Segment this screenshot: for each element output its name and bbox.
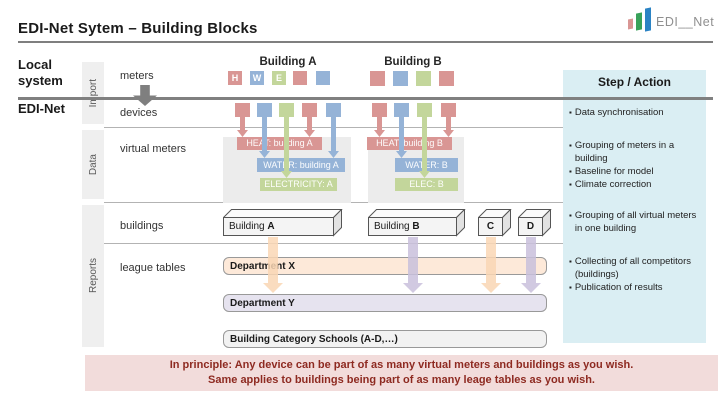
device-square-water <box>257 103 272 117</box>
row-label-virtual-meters: virtual meters <box>120 143 187 155</box>
device-arrow-heat-icon <box>237 117 248 137</box>
phase-import-label: Import <box>87 78 99 108</box>
device-square-water <box>326 103 341 117</box>
building-d-box-label: D <box>526 221 535 232</box>
meter-square-water: W <box>250 71 264 85</box>
phase-reports-label: Reports <box>87 258 99 294</box>
principle-banner-line1: In principle: Any device can be part of … <box>169 359 634 371</box>
device-square-electricity <box>279 103 294 117</box>
league-table-department-x: Department X <box>223 257 547 275</box>
row-label-meters: meters <box>120 70 154 82</box>
meter-square-heat <box>293 71 307 85</box>
building-a-box-label: Building A <box>229 221 275 232</box>
phase-reports: Reports <box>82 205 104 347</box>
device-square-water <box>394 103 409 117</box>
league-arrow-icon <box>521 237 541 293</box>
step-action-panel <box>563 70 706 343</box>
virtual-meter-heat-b: HEAT: building B <box>367 137 452 150</box>
step-action-header: Step / Action <box>598 75 671 89</box>
league-arrow-icon <box>481 237 501 293</box>
edi-net-label: EDI-Net <box>18 101 65 116</box>
meter-square-heat: H <box>228 71 242 85</box>
league-table-department-y: Department Y <box>223 294 547 312</box>
device-arrow-heat-icon <box>443 117 454 137</box>
meter-square-water <box>393 71 408 86</box>
building-b-box <box>368 209 466 237</box>
bullet-icon: ▪ <box>569 180 572 189</box>
logo-bar-icon <box>636 12 642 31</box>
step-group-buildings: ▪ Grouping of all virtual meters in one … <box>569 210 697 234</box>
phase-data: Data <box>82 130 104 199</box>
bullet-icon: ▪ <box>569 141 572 150</box>
device-arrow-electricity-icon <box>419 117 430 178</box>
step-group-league-tables: ▪ Collecting of all competitors (buildin… <box>569 256 692 293</box>
virtual-meter-water-a: WATER: building A <box>257 158 345 172</box>
device-arrow-heat-icon <box>304 117 315 137</box>
principle-banner: In principle: Any device can be part of … <box>85 355 718 391</box>
bullet-icon: ▪ <box>569 283 572 292</box>
principle-banner-line2: Same applies to buildings being part of … <box>208 374 595 386</box>
logo-text: EDI__Net <box>656 15 715 29</box>
device-arrow-water-icon <box>328 117 339 158</box>
building-a-box <box>223 209 343 237</box>
page-title: EDI-Net Sytem – Building Blocks <box>18 20 258 37</box>
system-divider <box>18 97 713 100</box>
meter-square-electricity: E <box>272 71 286 85</box>
logo-bar-icon <box>628 18 633 30</box>
local-system-label: Local system <box>18 57 63 88</box>
device-arrow-heat-icon <box>374 117 385 137</box>
bullet-icon: ▪ <box>569 257 572 266</box>
building-a-header: Building A <box>259 56 317 68</box>
virtual-meter-electricity-a: ELECTRICITY: A <box>260 178 337 191</box>
device-square-heat <box>372 103 387 117</box>
title-divider <box>18 41 713 43</box>
edinet-logo: EDI__Net <box>628 5 718 37</box>
building-b-header: Building B <box>384 56 442 68</box>
device-square-electricity <box>417 103 432 117</box>
meter-square-water <box>316 71 330 85</box>
building-d-box <box>518 209 552 237</box>
building-c-box <box>478 209 512 237</box>
meter-square-heat <box>439 71 454 86</box>
row-label-buildings: buildings <box>120 220 164 232</box>
virtual-meter-electricity-b: ELEC: B <box>395 178 458 191</box>
device-square-heat <box>441 103 456 117</box>
bullet-icon: ▪ <box>569 211 572 220</box>
device-arrow-water-icon <box>396 117 407 158</box>
bullet-icon: ▪ <box>569 108 572 117</box>
building-b-box-label: Building B <box>374 221 420 232</box>
meter-square-electricity <box>416 71 431 86</box>
league-table-schools: Building Category Schools (A-D,…) <box>223 330 547 348</box>
row-label-league-tables: league tables <box>120 262 186 274</box>
device-arrow-electricity-icon <box>281 117 292 178</box>
phase-data-label: Data <box>87 153 99 176</box>
building-c-box-label: C <box>486 221 495 232</box>
phase-import: Import <box>82 62 104 124</box>
device-square-heat <box>302 103 317 117</box>
logo-bar-icon <box>645 7 651 32</box>
league-arrow-icon <box>263 237 283 293</box>
bullet-icon: ▪ <box>569 167 572 176</box>
meter-square-heat <box>370 71 385 86</box>
row-label-devices: devices <box>120 107 158 119</box>
step-group-virtual-meters: ▪ Grouping of meters in a building ▪ Bas… <box>569 140 675 190</box>
row-divider <box>104 243 563 244</box>
virtual-meter-heat-a: HEAT: building A <box>237 137 322 150</box>
league-arrow-icon <box>403 237 423 293</box>
device-square-heat <box>235 103 250 117</box>
step-group-devices: ▪ Data synchronisation <box>569 107 664 118</box>
device-arrow-water-icon <box>259 117 270 158</box>
import-down-arrow-icon <box>133 85 157 106</box>
